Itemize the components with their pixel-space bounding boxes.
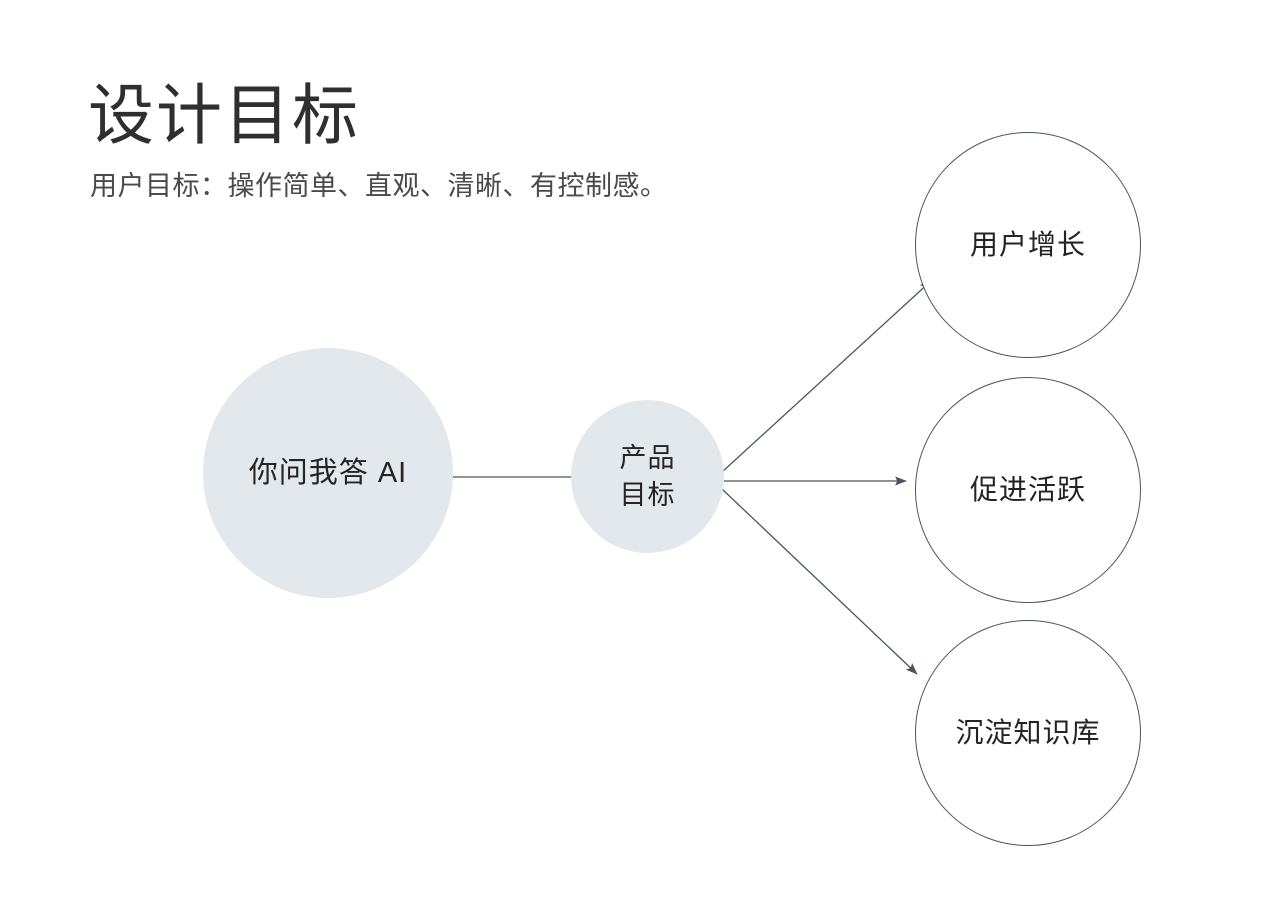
edge-hub-to-outcome-2	[721, 488, 918, 675]
node-outcome-label: 促进活跃	[969, 474, 1086, 506]
node-source-product[interactable]: 你问我答 AI	[203, 348, 453, 598]
node-outcome-label: 用户增长	[969, 229, 1086, 261]
node-hub-product-goal[interactable]: 产品 目标	[571, 400, 724, 553]
node-outcome-knowledge-base[interactable]: 沉淀知识库	[915, 620, 1141, 846]
edge-hub-to-outcome-0	[721, 280, 932, 473]
node-source-label: 你问我答 AI	[248, 456, 408, 489]
node-outcome-user-growth[interactable]: 用户增长	[915, 132, 1141, 358]
node-outcome-boost-activity[interactable]: 促进活跃	[915, 377, 1141, 603]
node-hub-label: 产品 目标	[619, 443, 676, 510]
slide-header: 设计目标 用户目标：操作简单、直观、清晰、有控制感。	[88, 82, 888, 202]
page-title: 设计目标	[88, 78, 360, 152]
node-outcome-label: 沉淀知识库	[955, 717, 1101, 749]
page-subtitle: 用户目标：操作简单、直观、清晰、有控制感。	[90, 171, 668, 201]
